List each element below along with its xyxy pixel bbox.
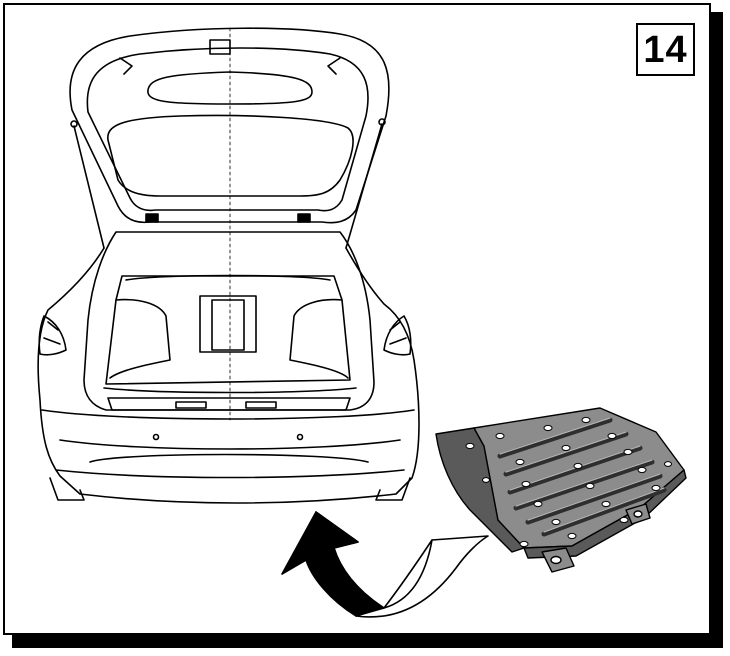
strut-left [73, 125, 105, 249]
step-number-box: 14 [636, 23, 695, 76]
hinge-left [119, 57, 133, 75]
boot-interior [105, 275, 351, 385]
tail-light-left [38, 315, 67, 356]
step-number: 14 [643, 28, 688, 71]
arrow-ribbon [355, 535, 489, 618]
seat-back-center [199, 295, 257, 353]
tailgate-recess [107, 114, 354, 197]
rear-bumper [41, 409, 415, 420]
strut-right [345, 123, 383, 249]
boot-sill [107, 397, 351, 411]
hinge-right [327, 57, 341, 75]
body-outline [37, 247, 420, 504]
tailgate-latch [209, 39, 231, 55]
car-rear [37, 27, 420, 504]
boot-floor-insert [435, 407, 687, 573]
tailgate-upper-trim [147, 71, 313, 105]
tailgate-outline [69, 27, 390, 224]
tailgate-inner-panel [86, 47, 369, 212]
parking-sensor [152, 433, 160, 441]
parking-sensor [296, 433, 304, 441]
boot-opening [83, 231, 375, 411]
curved-insert-arrow [281, 511, 489, 618]
